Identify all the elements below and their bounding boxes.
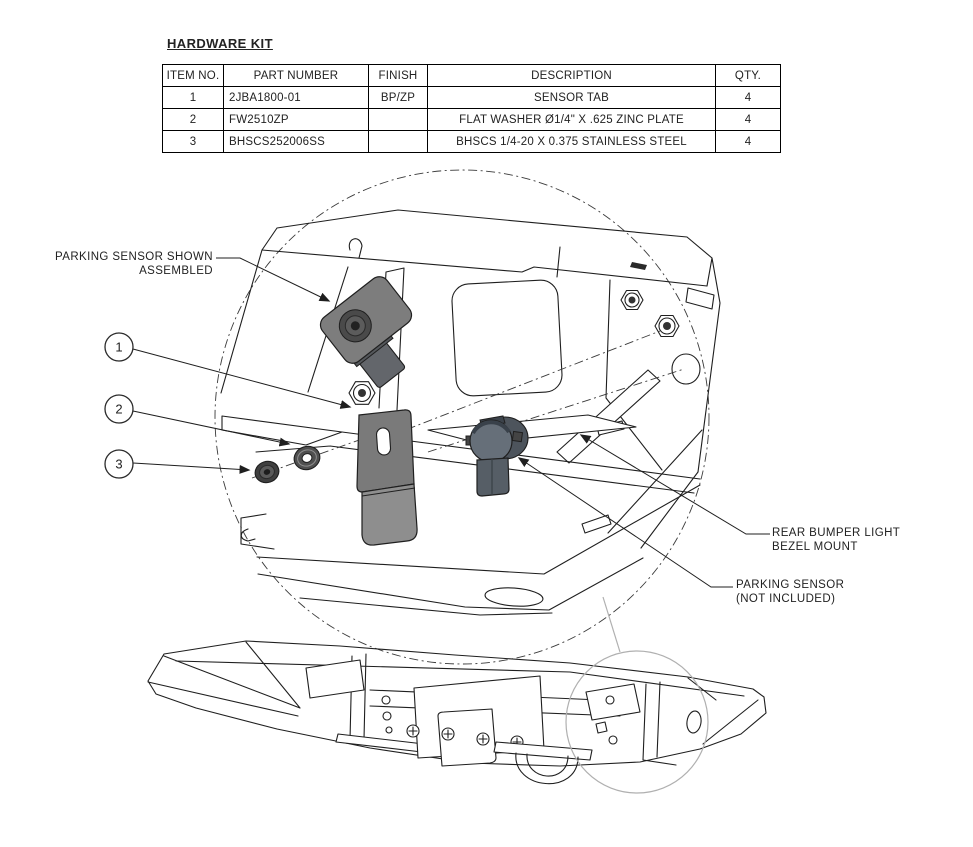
callout-balloon-1: 1 <box>104 332 134 362</box>
svg-text:1: 1 <box>115 340 122 355</box>
flat-washer <box>293 445 321 471</box>
cell-qty: 4 <box>715 130 781 153</box>
assembled-parking-sensor <box>319 276 413 388</box>
bezel-mount-ledge <box>556 369 703 549</box>
callout-balloon-3: 3 <box>104 449 134 479</box>
right-bracket <box>605 279 721 473</box>
panel-cutout <box>451 279 563 397</box>
shackle-mount <box>493 741 593 785</box>
label-parking-sensor: PARKING SENSOR (NOT INCLUDED) <box>736 579 845 605</box>
mid-bands <box>221 414 701 494</box>
table-row: 1 2JBA1800-01 BP/ZP SENSOR TAB 4 <box>162 86 781 109</box>
col-item-no: ITEM NO. <box>162 64 224 87</box>
leader-callout-2 <box>132 410 291 447</box>
sensor-tab <box>356 409 418 546</box>
leader-callout-1 <box>132 348 352 409</box>
lower-panel <box>240 484 701 616</box>
leader-parking-sensor <box>517 457 733 588</box>
hardware-kit-table: ITEM NO. PART NUMBER FINISH DESCRIPTION … <box>162 64 781 153</box>
center-plate <box>406 675 545 767</box>
label-bezel-mount: REAR BUMPER LIGHT BEZEL MOUNT <box>772 527 901 553</box>
hex-nut <box>654 314 680 338</box>
hex-bolt-upper <box>620 289 644 311</box>
svg-text:3: 3 <box>115 457 122 472</box>
overview-detail-circle <box>565 650 709 794</box>
col-part-number: PART NUMBER <box>223 64 369 87</box>
table-row: 2 FW2510ZP FLAT WASHER Ø1/4" X .625 ZINC… <box>162 108 781 131</box>
callout-balloons: 1 2 3 <box>104 332 134 479</box>
bumper-overview <box>147 640 767 794</box>
button-head-screw <box>254 460 280 484</box>
leader-lines <box>132 257 770 588</box>
cell-part-number: FW2510ZP <box>223 108 369 131</box>
parking-sensor-part <box>465 415 529 497</box>
table-header-row: ITEM NO. PART NUMBER FINISH DESCRIPTION … <box>162 64 781 87</box>
table-row: 3 BHSCS252006SS BHSCS 1/4-20 X 0.375 STA… <box>162 130 781 153</box>
detail-leader-line <box>602 596 621 653</box>
svg-text:2: 2 <box>115 402 122 417</box>
right-corner-detail <box>585 677 759 766</box>
detail-boundary-circle <box>214 169 710 665</box>
cell-description: SENSOR TAB <box>427 86 716 109</box>
label-assembled-sensor: PARKING SENSOR SHOWN ASSEMBLED <box>55 251 213 277</box>
bumper-top-panel <box>220 209 721 394</box>
sensor-barrel <box>476 457 510 497</box>
callout-balloon-2: 2 <box>104 394 134 424</box>
cell-part-number: BHSCS252006SS <box>223 130 369 153</box>
leader-callout-3 <box>132 462 251 474</box>
tab-slot <box>375 427 392 456</box>
round-hole <box>671 353 701 385</box>
leader-assembled-sensor <box>216 257 331 302</box>
hex-bolt-lower <box>348 381 376 405</box>
cell-description: BHSCS 1/4-20 X 0.375 STAINLESS STEEL <box>427 130 716 153</box>
top-slot <box>630 262 647 270</box>
left-bracket <box>305 653 425 753</box>
main-detail-view <box>214 169 721 665</box>
leader-bezel-mount <box>579 434 770 535</box>
page-title: HARDWARE KIT <box>167 36 273 51</box>
oval-hole <box>484 587 544 607</box>
cell-description: FLAT WASHER Ø1/4" X .625 ZINC PLATE <box>427 108 716 131</box>
